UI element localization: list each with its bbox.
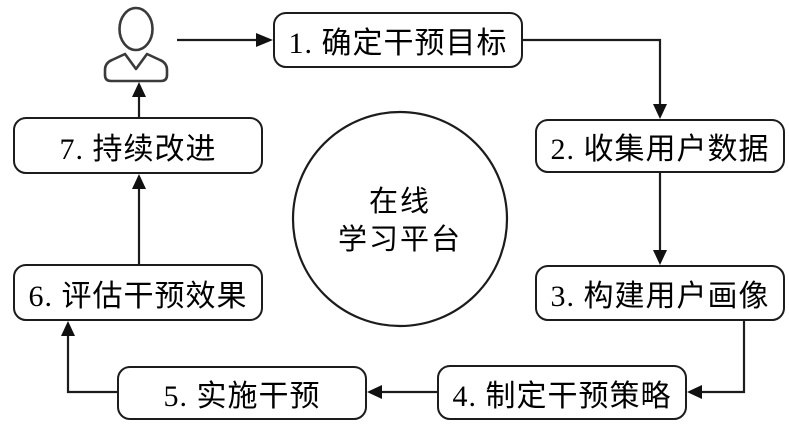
arrowheads	[61, 33, 702, 399]
step-box-5: 5. 实施干预	[117, 366, 367, 420]
connector-lines	[66, 38, 746, 394]
step-label: 2. 收集用户数据	[550, 133, 770, 166]
center-circle-outline	[291, 110, 509, 328]
arrowhead-into-step6	[61, 321, 75, 336]
step-label: 1. 确定干预目标	[288, 27, 508, 60]
user-icon	[103, 6, 169, 83]
step-box-6: 6. 评估干预效果	[13, 264, 263, 321]
arrowhead-into-step2	[653, 104, 667, 119]
arrowhead-into-step5	[367, 385, 382, 399]
step-box-7: 7. 持续改进	[13, 117, 263, 174]
step-box-2: 2. 收集用户数据	[535, 119, 785, 173]
step-label: 4. 制定干预策略	[452, 379, 672, 413]
user-icon-head	[118, 6, 154, 52]
user-icon-body	[103, 52, 169, 83]
center-circle-label-line2: 学习平台	[337, 224, 462, 256]
step-box-3: 3. 构建用户画像	[535, 265, 785, 321]
arrowhead-into-step1	[256, 33, 273, 47]
connector-step1-to-step2	[523, 38, 662, 105]
step-label: 5. 实施干预	[163, 380, 321, 413]
center-circle-label: 在线 学习平台	[300, 183, 500, 259]
step-label: 7. 持续改进	[59, 132, 217, 166]
step-box-1: 1. 确定干预目标	[273, 12, 523, 68]
arrowhead-into-user	[132, 82, 146, 97]
center-circle-label-line1: 在线	[368, 186, 431, 218]
step-label: 6. 评估干预效果	[28, 279, 248, 313]
connector-step3-to-step4	[701, 321, 746, 394]
arrowhead-into-step7	[132, 174, 146, 189]
arrowhead-into-step4	[687, 385, 702, 399]
connector-step5-to-step6	[66, 335, 117, 394]
arrowhead-into-step3	[653, 250, 667, 265]
step-label: 3. 构建用户画像	[550, 280, 770, 313]
step-box-4: 4. 制定干预策略	[437, 365, 687, 420]
